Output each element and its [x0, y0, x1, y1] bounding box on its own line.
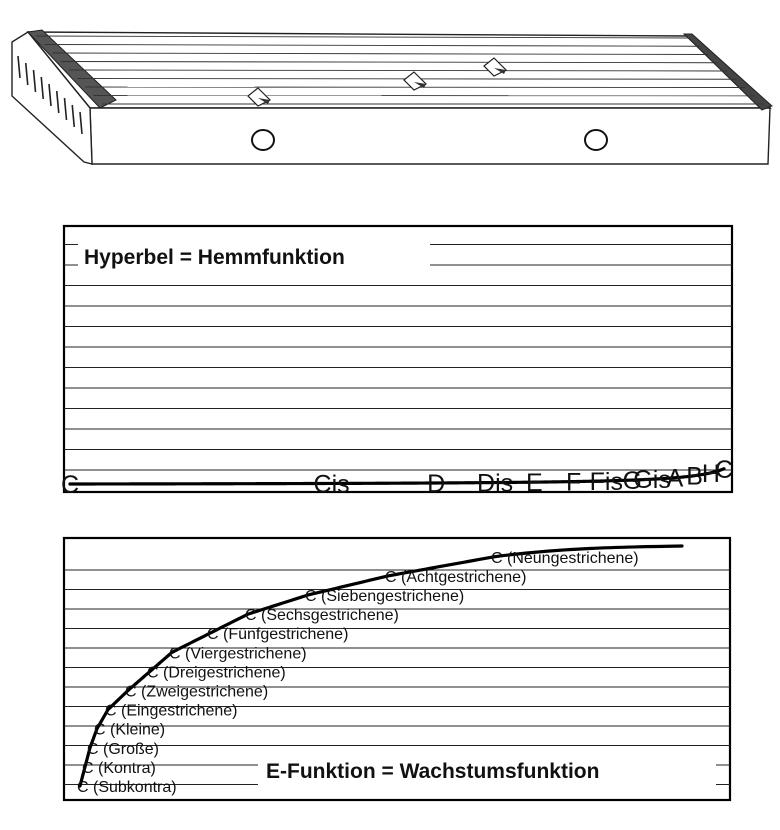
- tuning-pin: [32, 69, 37, 93]
- tuning-pin: [40, 76, 45, 100]
- hyperbola-curve: [68, 467, 726, 486]
- tuning-pin: [71, 104, 76, 128]
- octave-label: C (Viergestrichene): [169, 645, 307, 662]
- zither-string: [35, 35, 691, 39]
- zither-strings: [35, 35, 764, 105]
- note-label: B: [686, 463, 703, 491]
- octave-label: C (Dreigestrichene): [147, 664, 286, 681]
- zither-illustration: [11, 29, 773, 165]
- octave-label: C (Neungestrichene): [491, 550, 639, 567]
- octave-label: C (Siebengestrichene): [305, 588, 464, 605]
- note-label: Dis: [477, 470, 513, 498]
- octave-label: C (Fünfgestrichene): [207, 626, 348, 643]
- note-label: A: [667, 465, 684, 493]
- sound-hole: [251, 129, 275, 151]
- hyperbola-title-backdrop: [78, 240, 430, 272]
- note-label: H: [702, 460, 720, 488]
- zither-string: [52, 52, 709, 55]
- tuning-pin: [63, 97, 68, 121]
- exponential-octave-labels: C (Subkontra) C (Kontra) C (Große) C (Klein…: [77, 550, 639, 796]
- zither-string: [44, 44, 700, 47]
- tuning-pin: [17, 55, 21, 79]
- note-label: Fis: [590, 468, 623, 496]
- octave-label: C (Sechsgestrichene): [245, 607, 399, 624]
- zither-tuning-pins: [17, 55, 83, 135]
- zither-right-bridge: [682, 33, 773, 111]
- octave-label: C (Zweigestrichene): [125, 684, 268, 701]
- note-label: C: [61, 471, 79, 499]
- octave-label: C (Achtgestrichene): [385, 569, 526, 586]
- exponential-panel: E-Funktion = Wachstumsfunktion C (Subkon…: [62, 536, 732, 802]
- note-label: G: [623, 467, 642, 495]
- tuning-pin: [24, 62, 29, 86]
- note-label: Cis: [314, 470, 350, 498]
- note-label: Gis: [633, 466, 671, 494]
- exponential-grid: [64, 569, 730, 785]
- exponential-curve: [78, 544, 684, 788]
- note-label: E: [526, 469, 543, 497]
- note-label: C: [715, 456, 733, 484]
- octave-label: C (Eingestrichene): [105, 703, 238, 720]
- zither-string: [60, 61, 718, 64]
- exponential-title-backdrop: [258, 752, 716, 786]
- zither-left-bridge: [26, 29, 117, 109]
- octave-label: C (Kontra): [82, 760, 156, 777]
- tuning-pin: [55, 90, 60, 114]
- movable-bridge: [414, 82, 426, 88]
- tuning-pin: [79, 111, 83, 135]
- octave-label: C (Subkontra): [77, 779, 177, 796]
- octave-label: C (Große): [87, 741, 159, 758]
- sound-hole: [584, 129, 608, 151]
- movable-bridge: [258, 98, 270, 104]
- note-label: D: [427, 470, 445, 498]
- note-label: F: [566, 469, 581, 497]
- zither-string: [68, 69, 728, 72]
- movable-bridge: [494, 68, 506, 74]
- zither-front-face: [89, 107, 771, 165]
- octave-label: C (Kleine): [94, 722, 165, 739]
- hyperbola-title: Hyperbel = Hemmfunktion: [84, 246, 345, 269]
- exponential-title: E-Funktion = Wachstumsfunktion: [266, 760, 599, 783]
- tuning-pin: [48, 83, 52, 107]
